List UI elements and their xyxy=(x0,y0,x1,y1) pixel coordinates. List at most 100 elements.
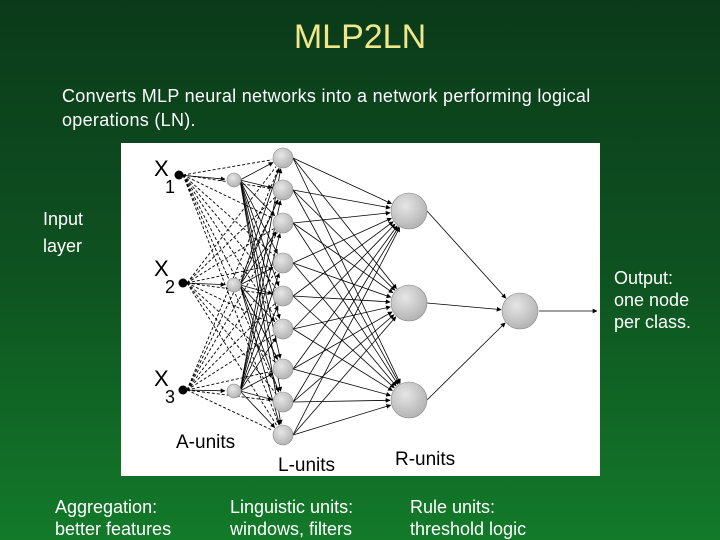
a-units-label: A-units xyxy=(176,432,235,453)
input-node xyxy=(178,385,188,395)
connection-line xyxy=(239,168,283,392)
output-label-line-2: one node xyxy=(614,290,690,310)
l-unit-node xyxy=(272,179,294,201)
connection-line xyxy=(292,226,399,403)
connection-line xyxy=(292,157,392,204)
connection-line xyxy=(182,174,278,321)
r-units-label: R-units xyxy=(395,449,455,470)
connection-line xyxy=(292,189,391,210)
caption-aggregation-line-1: Aggregation: xyxy=(55,497,158,517)
l-unit-node xyxy=(272,318,294,340)
connection-line xyxy=(426,322,506,401)
output-label-line-3: per class. xyxy=(614,312,692,332)
output-node xyxy=(501,292,539,330)
l-unit-node xyxy=(272,252,294,274)
connection-line xyxy=(239,390,276,428)
a-unit-node xyxy=(226,277,242,293)
input-node xyxy=(174,170,184,180)
connection-line xyxy=(239,390,273,401)
connection-line xyxy=(239,284,276,322)
connection-line xyxy=(292,225,398,370)
l-unit-node xyxy=(272,147,294,169)
output-label: Output: one node per class. xyxy=(614,267,691,333)
connection-line xyxy=(292,311,393,370)
connection-line xyxy=(186,389,274,431)
connection-line xyxy=(426,210,507,299)
connection-line xyxy=(182,282,226,287)
connection-line xyxy=(426,302,502,312)
network-diagram: X 1 X 2 X 3 A-units L-units R-units xyxy=(121,143,600,476)
input-x2-label: X 2 xyxy=(154,256,175,297)
input-x1-label: X 1 xyxy=(154,156,175,197)
connection-line xyxy=(182,174,274,219)
connection-line xyxy=(186,282,278,427)
caption-linguistic-line-2: windows, filters xyxy=(230,519,353,539)
network-svg: X 1 X 2 X 3 A-units L-units R-units xyxy=(154,147,598,476)
connection-line xyxy=(292,223,396,330)
connection-line xyxy=(186,228,274,284)
connection-line xyxy=(292,189,400,385)
connection-line xyxy=(239,272,280,392)
input-layer-label-line-2: layer xyxy=(43,236,83,256)
connection-line xyxy=(239,199,279,286)
slide-subtitle: Converts MLP neural networks into a netw… xyxy=(62,86,591,130)
input-node xyxy=(178,278,188,288)
connection-line xyxy=(239,284,278,360)
connection-line xyxy=(239,373,274,392)
input-layer-label-line-1: Input xyxy=(43,209,84,229)
connection-line xyxy=(186,166,277,284)
connection-line xyxy=(239,267,274,286)
r-unit-node xyxy=(390,381,428,419)
l-unit-node xyxy=(272,212,294,234)
connection-line xyxy=(292,227,401,436)
connection-line xyxy=(182,174,280,425)
caption-aggregation-line-2: better features xyxy=(55,519,172,539)
connection-line xyxy=(292,404,392,436)
slide-title: MLP2LN xyxy=(293,18,427,56)
connection-line xyxy=(239,231,277,286)
connection-line xyxy=(292,222,394,294)
l-unit-node xyxy=(272,285,294,307)
connection-line xyxy=(186,282,274,325)
connection-line xyxy=(292,295,391,305)
input-x1-subscript: 1 xyxy=(165,177,175,197)
connection-line xyxy=(239,179,273,190)
r-unit-node xyxy=(390,192,428,230)
connection-line xyxy=(239,305,279,392)
connection-line xyxy=(186,264,273,284)
connection-line xyxy=(239,179,278,254)
connection-line xyxy=(292,157,401,384)
nodes xyxy=(174,147,539,446)
connection-line xyxy=(239,284,273,295)
connection-line xyxy=(292,316,397,436)
connection-line xyxy=(186,334,274,391)
connection-line xyxy=(292,217,392,264)
connection-line xyxy=(292,368,392,397)
connection-line xyxy=(292,328,393,392)
caption-rule-line-2: threshold logic xyxy=(410,519,527,539)
input-x3-subscript: 3 xyxy=(165,387,175,407)
caption-aggregation: Aggregation: better features xyxy=(55,496,171,540)
connection-line xyxy=(292,222,399,385)
connection-line xyxy=(292,397,391,403)
connection-line xyxy=(239,179,276,217)
connection-line xyxy=(239,162,274,181)
caption-rule-line-1: Rule units: xyxy=(410,497,496,517)
connection-line xyxy=(186,199,279,391)
output-label-line-1: Output: xyxy=(614,268,674,288)
connection-line xyxy=(239,337,277,392)
connection-line xyxy=(239,200,282,392)
input-x1-letter: X xyxy=(154,156,169,181)
l-unit-node xyxy=(272,358,294,380)
input-x2-subscript: 2 xyxy=(165,277,175,297)
connection-line xyxy=(186,370,273,391)
connection-line xyxy=(292,305,391,330)
connection-line xyxy=(182,159,273,176)
caption-rule: Rule units: threshold logic xyxy=(410,496,526,540)
a-unit-node xyxy=(226,383,242,399)
connection-line xyxy=(292,221,394,297)
r-unit-node xyxy=(390,284,428,322)
input-x3-label: X 3 xyxy=(154,366,175,407)
l-unit-node xyxy=(272,424,294,446)
caption-linguistic-line-1: Linguistic units: xyxy=(230,497,354,517)
